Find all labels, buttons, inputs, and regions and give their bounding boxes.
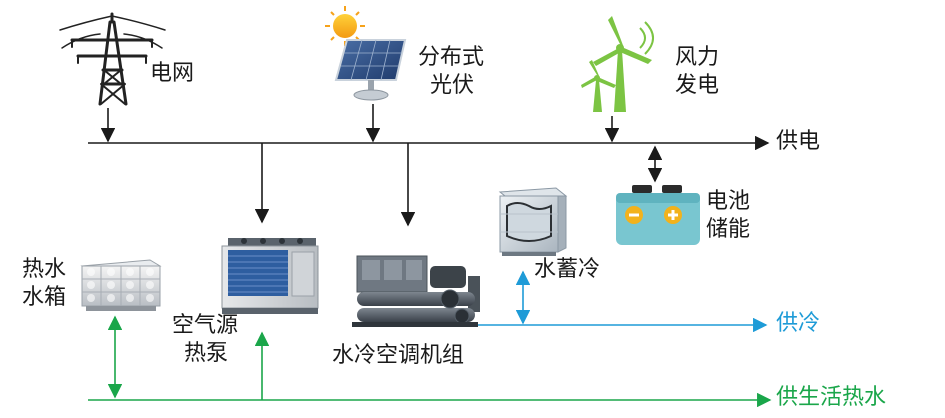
- water-tank-icon: [80, 259, 162, 311]
- wind-turbine-icon: [581, 16, 654, 112]
- battery-icon: [616, 185, 700, 245]
- hotwater-lines: [88, 315, 772, 408]
- ice-storage-label: 水蓄冷: [534, 257, 601, 282]
- heatpump-label-line1: 空气源: [172, 313, 239, 338]
- battery-label-line1: 电池: [706, 189, 751, 214]
- grid-label: 电网: [150, 61, 195, 86]
- power-supply-label: 供电: [776, 129, 821, 154]
- air-source-heat-pump-icon: [221, 238, 319, 314]
- battery-label-line2: 储能: [706, 217, 751, 242]
- wind-label-line1: 风力: [675, 45, 720, 70]
- tank-label-line1: 热水: [22, 257, 67, 282]
- sun-icon: [325, 6, 365, 46]
- wind-label-line2: 发电: [675, 73, 720, 98]
- cold-storage-tank-icon: [498, 187, 568, 256]
- water-chiller-icon: [352, 255, 480, 327]
- cooling-supply-label: 供冷: [776, 311, 821, 336]
- heatpump-label-line2: 热泵: [184, 341, 229, 366]
- power-bus: [88, 104, 770, 227]
- chiller-label: 水冷空调机组: [332, 343, 465, 368]
- hotwater-supply-label: 供生活热水: [776, 385, 887, 410]
- solar-panel-icon: [325, 6, 407, 101]
- transmission-tower-icon: [59, 12, 166, 106]
- tank-label-line2: 水箱: [22, 285, 67, 310]
- cooling-lines: [470, 270, 768, 333]
- pv-label-line2: 光伏: [430, 73, 475, 98]
- pv-label-line1: 分布式: [418, 45, 485, 70]
